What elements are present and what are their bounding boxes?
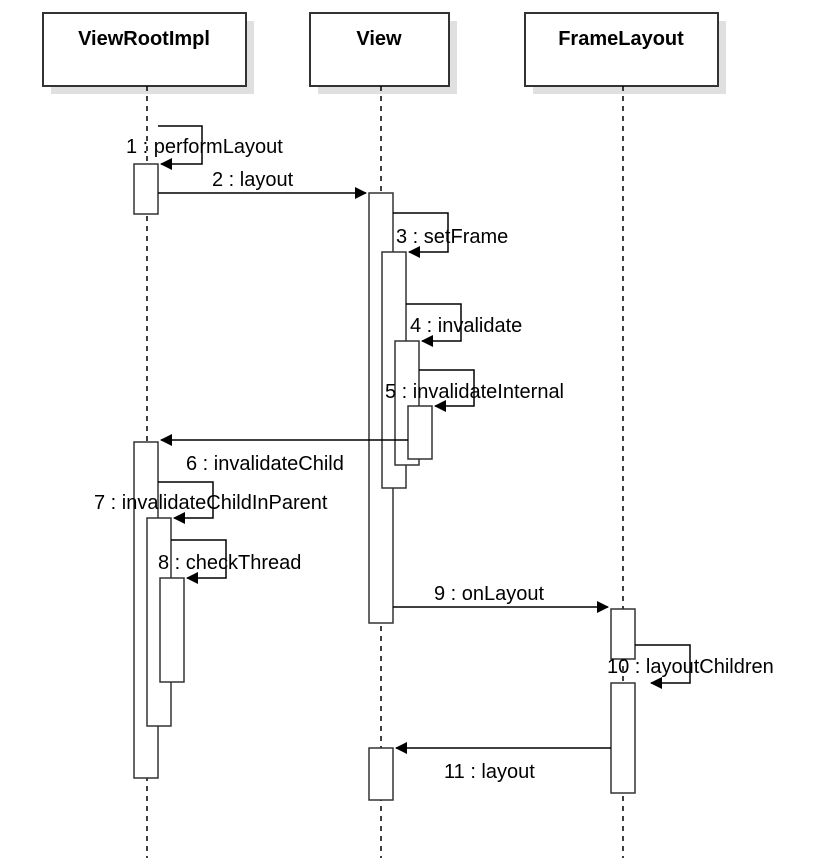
message-9-label: 9 : onLayout: [434, 583, 545, 605]
message-2-label: 2 : layout: [212, 169, 294, 191]
participant-framelayout: FrameLayout: [524, 12, 726, 94]
message-1: 1 : performLayout: [126, 125, 283, 170]
message-11-label: 11 : layout: [444, 761, 535, 783]
message-6: 6 : invalidateChild: [160, 434, 408, 475]
message-1-label: 1 : performLayout: [126, 136, 283, 158]
message-4: 4 : invalidate: [406, 303, 522, 347]
message-2: 2 : layout: [158, 169, 367, 199]
activation-view-5: [368, 747, 394, 801]
message-11: 11 : layout: [395, 742, 611, 783]
message-7: 7 : invalidateChildInParent: [94, 481, 328, 524]
activation-viewrootimpl-1: [133, 163, 159, 215]
participant-viewrootimpl-label: ViewRootImpl: [78, 28, 210, 50]
message-8: 8 : checkThread: [158, 539, 301, 584]
message-5-label: 5 : invalidateInternal: [385, 381, 564, 403]
activation-framelayout-1: [610, 608, 636, 660]
activation-framelayout-2: [610, 682, 636, 794]
message-6-label: 6 : invalidateChild: [186, 453, 344, 475]
message-8-label: 8 : checkThread: [158, 552, 301, 574]
participant-framelayout-label: FrameLayout: [558, 28, 684, 50]
message-10-label: 10 : layoutChildren: [607, 656, 774, 678]
message-4-label: 4 : invalidate: [410, 315, 522, 337]
message-5: 5 : invalidateInternal: [385, 369, 564, 412]
participant-view-label: View: [356, 28, 402, 50]
message-7-label: 7 : invalidateChildInParent: [94, 492, 328, 514]
message-3-label: 3 : setFrame: [396, 226, 508, 248]
message-3: 3 : setFrame: [393, 212, 508, 258]
activation-view-4: [407, 405, 433, 460]
participant-viewrootimpl: ViewRootImpl: [42, 12, 254, 94]
message-9: 9 : onLayout: [393, 583, 609, 613]
activation-viewrootimpl-4: [159, 577, 185, 683]
participant-view: View: [309, 12, 457, 94]
message-10: 10 : layoutChildren: [607, 644, 774, 689]
